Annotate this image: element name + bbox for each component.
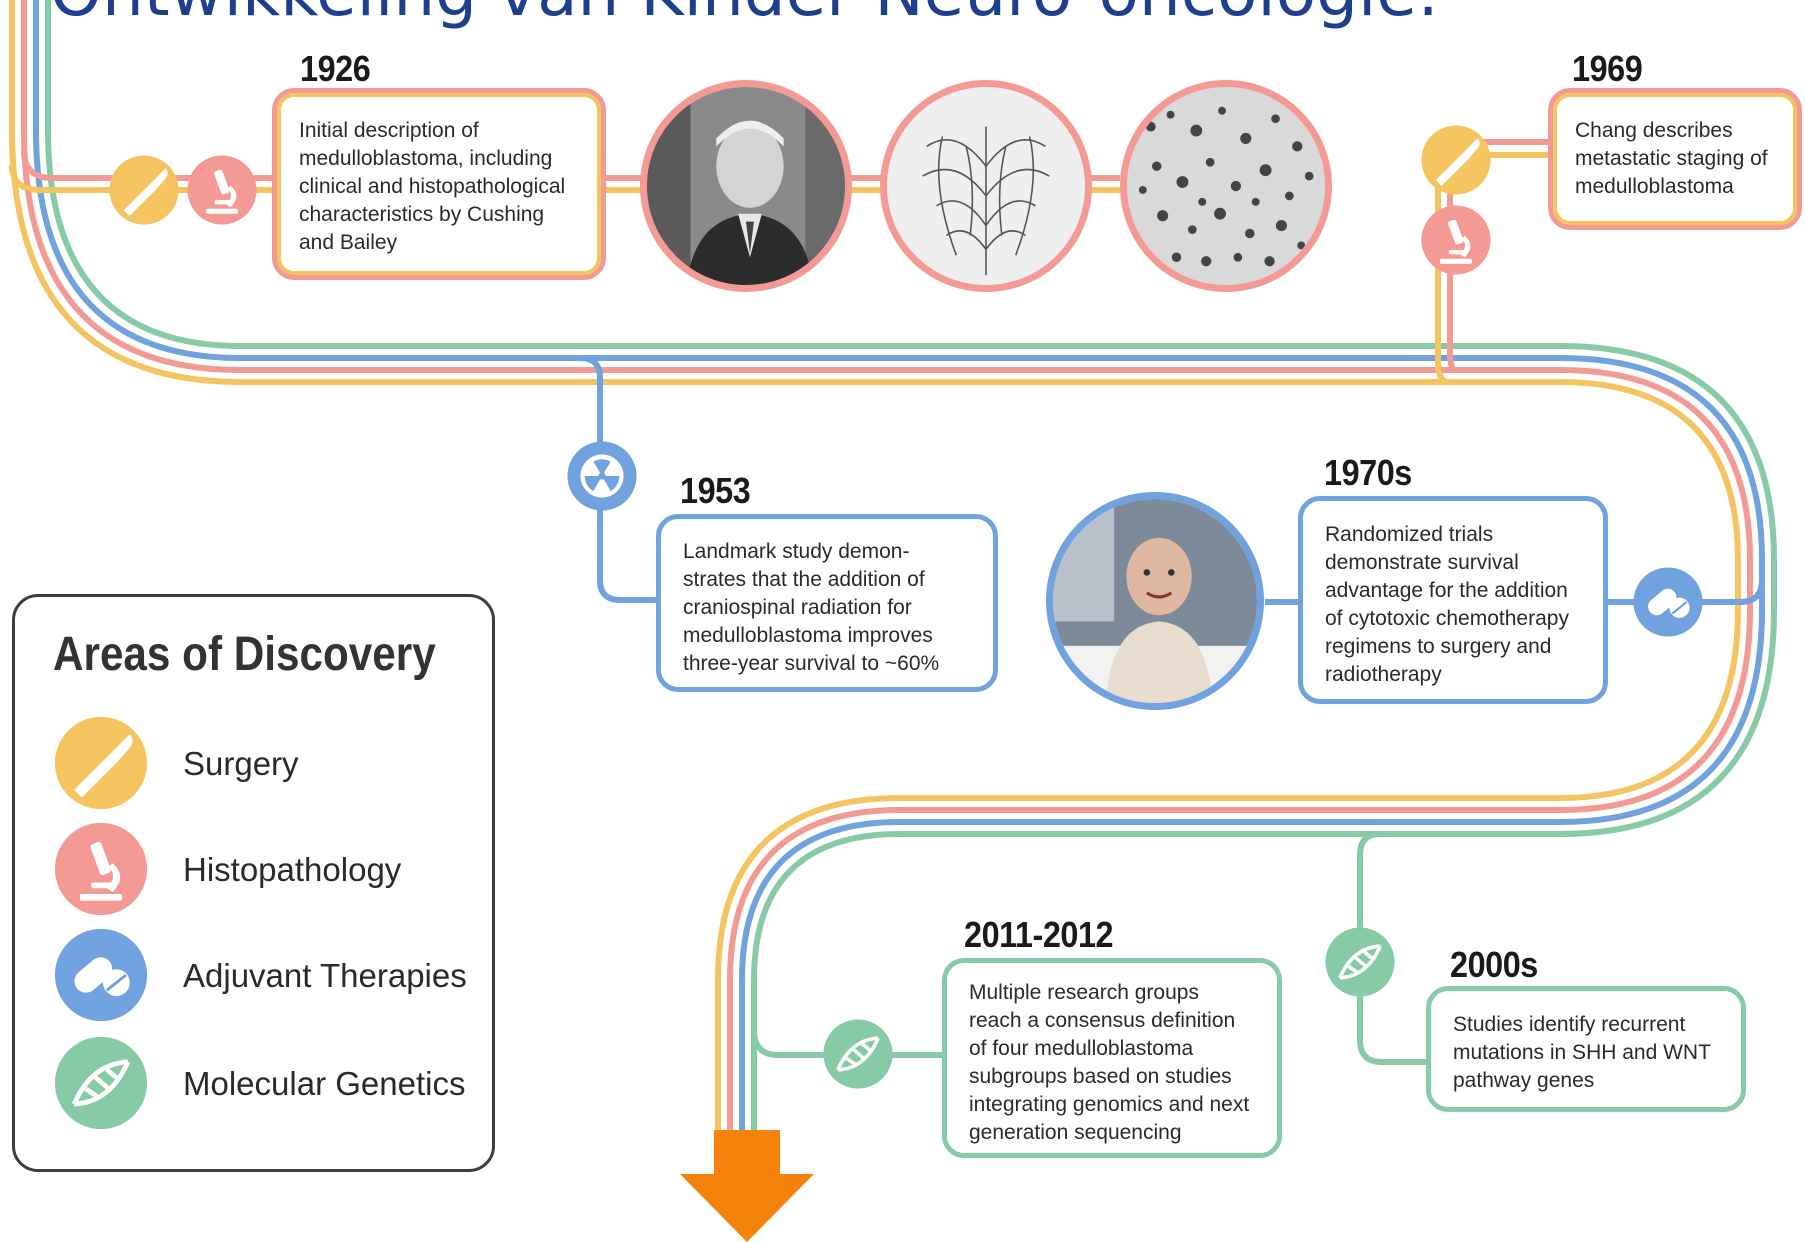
dna-icon: [1325, 927, 1395, 997]
event-card-2000s: Studies identify recurrent mutations in …: [1426, 986, 1746, 1112]
dna-icon: [54, 1036, 148, 1130]
dna-icon: [823, 1019, 893, 1089]
microscope-icon: [187, 155, 257, 225]
portrait-photo: [640, 80, 852, 292]
histology-photo: [1120, 80, 1332, 292]
event-card-2011-2012: Multiple research groups reach a consens…: [942, 958, 1282, 1158]
legend-label-molecular: Molecular Genetics: [183, 1065, 466, 1102]
event-text-2011-2012: Multiple research groups reach a consens…: [969, 981, 1250, 1144]
anatomy-drawing-image: [887, 87, 1085, 285]
event-card-1926: Initial description of medulloblastoma, …: [272, 88, 606, 280]
track-line-surgery: [9, 0, 1741, 1140]
year-1969: 1969: [1572, 48, 1643, 89]
legend-label-surgery: Surgery: [183, 745, 299, 782]
event-text-1953: Landmark study demon-strates that the ad…: [683, 540, 940, 675]
legend-item-surgery: Surgery: [53, 715, 473, 815]
track-line-adjuvant: [33, 0, 1765, 1140]
track-line-molecular: [45, 0, 1777, 1140]
child-patient-image: [1053, 499, 1257, 703]
legend-item-adjuvant: Adjuvant Therapies: [53, 927, 473, 1027]
event-card-1953: Landmark study demon-strates that the ad…: [656, 514, 998, 692]
event-text-1970s: Randomized trials demonstrate survival a…: [1325, 523, 1569, 686]
year-2000s: 2000s: [1450, 944, 1538, 985]
scalpel-icon: [54, 716, 148, 810]
pill-capsule-icon: [54, 928, 148, 1022]
histology-image: [1127, 87, 1325, 285]
legend-title: Areas of Discovery: [53, 628, 436, 681]
year-1953: 1953: [680, 470, 751, 511]
legend-label-adjuvant: Adjuvant Therapies: [183, 957, 467, 994]
year-1970s: 1970s: [1324, 452, 1412, 493]
down-arrow-icon: [680, 1130, 814, 1242]
portrait-image: [647, 87, 845, 285]
event-card-1969: Chang describes metastatic staging of me…: [1548, 88, 1802, 230]
scalpel-icon: [1421, 125, 1491, 195]
child-patient-photo: [1046, 492, 1264, 710]
event-card-1970s: Randomized trials demonstrate survival a…: [1298, 496, 1608, 704]
year-1926: 1926: [300, 48, 371, 89]
legend-item-molecular: Molecular Genetics: [53, 1035, 473, 1135]
slide-title: Ontwikkeling van Kinder Neuro-oncologie:: [50, 0, 1439, 26]
legend-item-histopathology: Histopathology: [53, 821, 473, 921]
year-2011-2012: 2011-2012: [964, 914, 1114, 955]
event-text-2000s: Studies identify recurrent mutations in …: [1453, 1013, 1711, 1092]
pill-capsule-icon: [1633, 567, 1703, 637]
anatomy-drawing-photo: [880, 80, 1092, 292]
legend-box: Areas of Discovery Surgery Histopatholog…: [12, 594, 495, 1172]
track-line-histopathology: [21, 0, 1753, 1140]
radiation-icon: [567, 441, 637, 511]
legend-label-histopathology: Histopathology: [183, 851, 402, 888]
microscope-icon: [54, 822, 148, 916]
scalpel-icon: [109, 155, 179, 225]
event-text-1926: Initial description of medulloblastoma, …: [299, 119, 566, 254]
microscope-icon: [1421, 205, 1491, 275]
event-text-1969: Chang describes metastatic staging of me…: [1575, 119, 1768, 198]
